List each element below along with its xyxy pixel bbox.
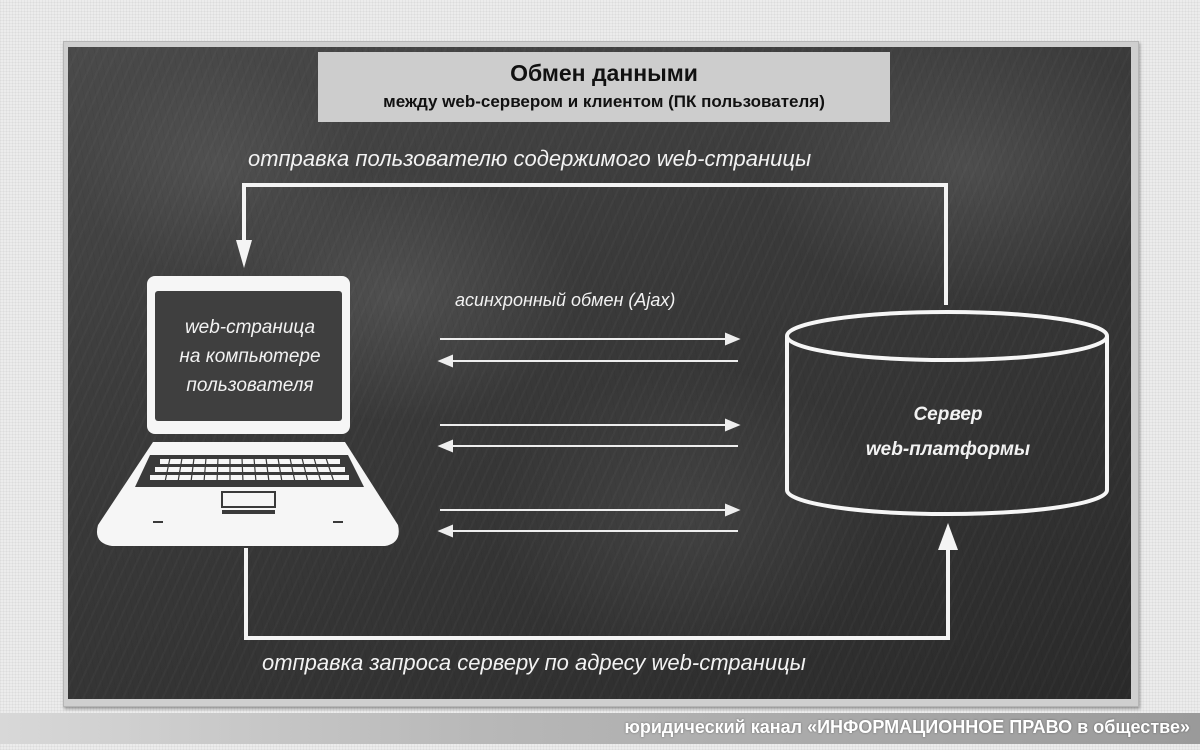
- arrow-down-icon: [236, 240, 252, 268]
- page-subtitle: между web-сервером и клиентом (ПК пользо…: [383, 92, 825, 111]
- server-label: Сервер web-платформы: [790, 397, 1106, 467]
- title-box: Обмен данными между web-сервером и клиен…: [318, 52, 890, 122]
- arrow-up-icon: [938, 523, 958, 550]
- server-label-line: web-платформы: [865, 439, 1031, 460]
- footer-channel-text: юридический канал «ИНФОРМАЦИОННОЕ ПРАВО …: [624, 717, 1190, 737]
- laptop-label-line: web-страница: [184, 317, 316, 338]
- top-flow-label: отправка пользователю содержимого web-ст…: [248, 146, 812, 171]
- laptop-label-line: на компьютере: [179, 346, 321, 367]
- database-cylinder-icon: [785, 310, 1109, 516]
- async-label: асинхронный обмен (Ajax): [455, 290, 676, 310]
- page-title: Обмен данными: [510, 60, 698, 86]
- server-label-line: Сервер: [913, 404, 983, 425]
- laptop-label-line: пользователя: [186, 375, 314, 396]
- laptop-icon: [96, 276, 399, 546]
- laptop-label: web-страница на компьютере пользователя: [160, 313, 340, 400]
- top-flow-arrow: [242, 183, 948, 305]
- bottom-flow-label: отправка запроса серверу по адресу web-с…: [262, 650, 806, 675]
- bottom-flow-arrow: [244, 545, 950, 640]
- async-arrows: [437, 332, 741, 538]
- footer-bar: юридический канал «ИНФОРМАЦИОННОЕ ПРАВО …: [0, 713, 1200, 744]
